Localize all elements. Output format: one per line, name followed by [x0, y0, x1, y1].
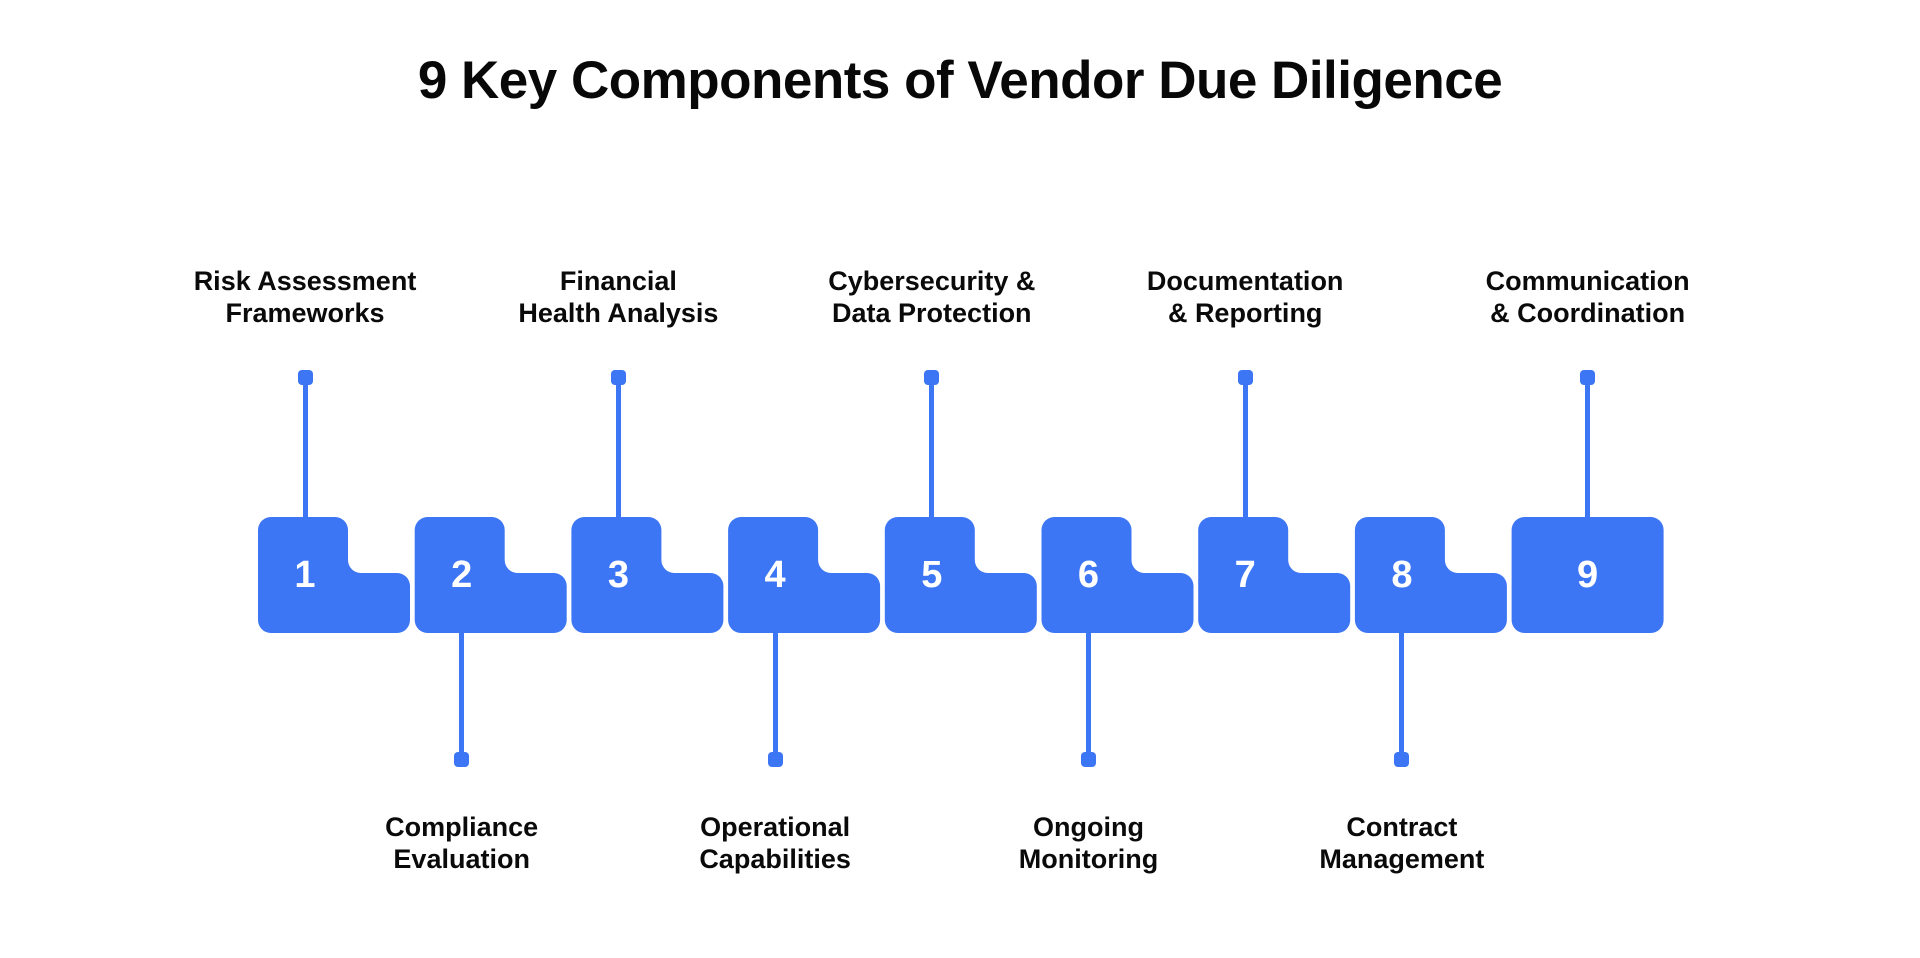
- step-number-4: 4: [764, 554, 786, 596]
- step-label-line1-2: Compliance: [385, 812, 539, 842]
- step-number-8: 8: [1391, 554, 1413, 596]
- step-label-line2-6: Monitoring: [1018, 843, 1159, 874]
- step-label-line1-8: Contract: [1346, 812, 1458, 842]
- connector-line-4: [772, 633, 778, 760]
- connector-line-7: [1242, 376, 1248, 517]
- step-label-line1-6: Ongoing: [1033, 812, 1144, 842]
- connector-marker-9: [1580, 370, 1596, 385]
- connector-marker-3: [610, 370, 626, 385]
- step-number-9: 9: [1577, 554, 1599, 596]
- connector-line-3: [615, 376, 621, 517]
- step-label-line2-7: & Reporting: [1167, 297, 1323, 328]
- step-label-line2-3: Health Analysis: [518, 297, 719, 328]
- connector-marker-7: [1237, 370, 1253, 385]
- connector-line-2: [459, 633, 465, 760]
- step-number-2: 2: [451, 554, 473, 596]
- step-number-5: 5: [921, 554, 943, 596]
- connector-marker-6: [1081, 752, 1096, 767]
- step-number-6: 6: [1077, 554, 1100, 596]
- step-label-line1-3: Financial: [559, 266, 677, 296]
- step-label-line2-4: Capabilities: [699, 843, 851, 874]
- connector-line-9: [1585, 376, 1591, 517]
- connector-line-1: [302, 376, 308, 517]
- connector-line-5: [929, 376, 935, 517]
- step-label-line1-1: Risk Assessment: [193, 266, 417, 296]
- step-label-line2-5: Data Protection: [832, 297, 1032, 328]
- step-label-9: Communication& Coordination: [1418, 266, 1758, 330]
- step-label-line2-8: Management: [1319, 843, 1485, 874]
- step-number-1: 1: [294, 554, 316, 596]
- step-label-line1-9: Communication: [1485, 266, 1690, 296]
- connector-line-8: [1399, 633, 1405, 760]
- connector-marker-5: [924, 370, 940, 385]
- step-label-5: Cybersecurity &Data Protection: [762, 266, 1102, 330]
- connector-marker-8: [1394, 752, 1410, 767]
- step-label-line1-5: Cybersecurity &: [828, 266, 1036, 296]
- page-title: 9 Key Components of Vendor Due Diligence: [417, 51, 1503, 110]
- step-label-line1-4: Operational: [700, 812, 851, 842]
- step-label-line1-7: Documentation: [1146, 266, 1344, 296]
- connector-marker-1: [297, 370, 313, 385]
- step-number-7: 7: [1234, 554, 1256, 596]
- connector-marker-4: [767, 752, 783, 767]
- step-label-line2-2: Evaluation: [393, 843, 530, 874]
- step-label-7: Documentation& Reporting: [1075, 266, 1415, 330]
- step-label-line2-1: Frameworks: [225, 297, 385, 328]
- connector-line-6: [1086, 633, 1091, 760]
- step-label-line2-9: & Coordination: [1490, 297, 1686, 328]
- connector-marker-2: [454, 752, 470, 767]
- step-number-3: 3: [607, 554, 629, 596]
